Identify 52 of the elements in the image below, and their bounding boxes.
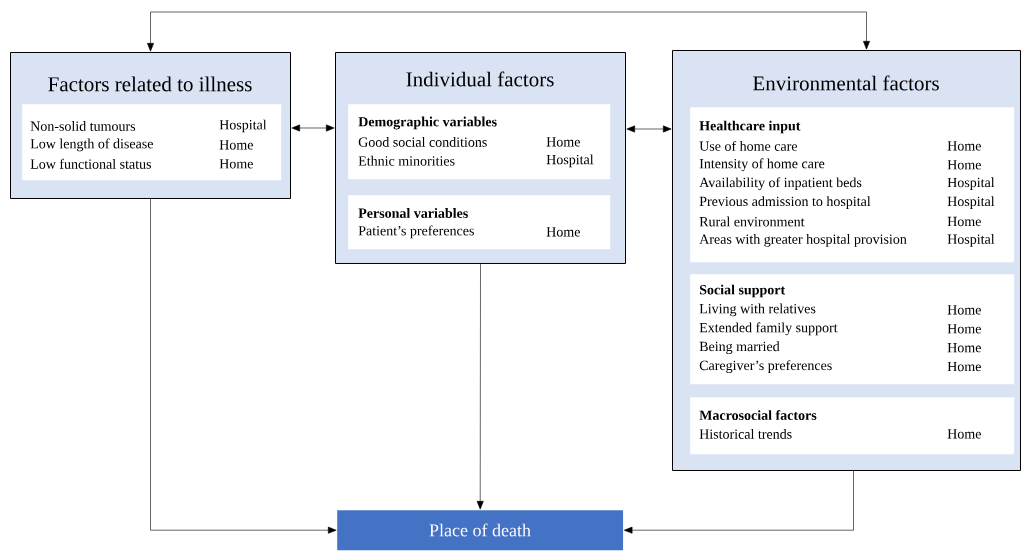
arrow	[623, 470, 854, 534]
factor-text: Intensity of home care	[699, 158, 825, 172]
outcome-box: Place of death	[337, 510, 624, 551]
factor-text: Use of home care	[699, 140, 798, 151]
factor-text: Non-solid tumours	[30, 121, 136, 131]
factor-text: Extended family support	[699, 322, 838, 336]
place-text: Home	[947, 343, 981, 353]
place-text: Home	[546, 227, 580, 237]
factor-text: Patient’s preferences	[358, 225, 474, 239]
place-text: Home	[947, 216, 981, 227]
list-panel	[22, 104, 282, 181]
list-panel	[690, 274, 1015, 385]
factor-text: Living with relatives	[699, 303, 816, 317]
factor-text: Historical trends	[699, 428, 792, 439]
place-text: Hospital	[947, 196, 995, 209]
panel-heading: Macrosocial factors	[699, 410, 817, 420]
factor-text: Ethnic minorities	[358, 155, 455, 166]
factor-text: Availability of inpatient beds	[699, 177, 862, 191]
list-panel	[348, 104, 611, 180]
factor-text: Caregiver’s preferences	[699, 360, 832, 374]
panel-heading: Personal variables	[358, 208, 468, 218]
place-text: Hospital	[947, 234, 995, 247]
place-text: Home	[947, 429, 981, 439]
list-panel	[348, 195, 611, 250]
arrow	[147, 11, 870, 52]
arrow	[291, 124, 335, 132]
place-text: Home	[947, 324, 981, 334]
list-panel	[690, 107, 1015, 263]
arrow	[626, 125, 672, 133]
panel-heading: Social support	[699, 284, 786, 298]
place-text: Home	[219, 140, 253, 150]
factor-text: Previous admission to hospital	[699, 196, 871, 209]
factor-text: Being married	[699, 341, 780, 355]
factor-text: Low length of disease	[30, 138, 153, 152]
place-text: Hospital	[546, 154, 594, 168]
factor-text: Rural environment	[699, 216, 805, 227]
arrow	[150, 198, 337, 534]
panel-heading: Healthcare input	[699, 120, 801, 134]
factor-text: Low functional status	[30, 158, 152, 169]
factor-text: Areas with greater hospital provision	[699, 234, 907, 247]
list-panel	[690, 397, 1015, 455]
place-text: Home	[546, 137, 580, 147]
arrow	[476, 263, 484, 510]
place-text: Hospital	[947, 177, 995, 191]
place-text: Home	[947, 160, 981, 170]
place-text: Home	[947, 305, 981, 315]
place-text: Home	[219, 159, 253, 169]
panel-heading: Demographic variables	[358, 116, 497, 130]
place-text: Home	[947, 141, 981, 151]
factor-text: Good social conditions	[358, 136, 487, 147]
place-text: Hospital	[219, 119, 267, 133]
place-text: Home	[947, 361, 981, 372]
